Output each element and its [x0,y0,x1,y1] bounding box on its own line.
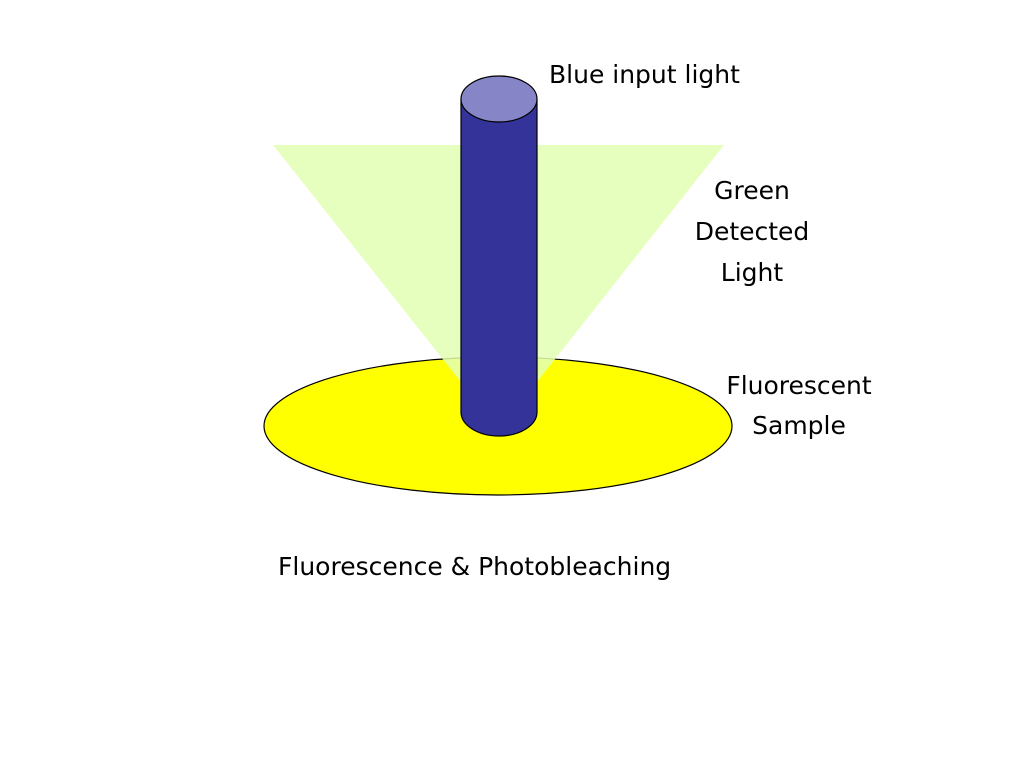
blue-input-light-label: Blue input light [549,60,740,89]
blue-input-light-beam [460,75,538,437]
green-detected-light-label: Green Detected Light [672,170,832,293]
green-detected-light-label-line: Detected [694,217,810,246]
green-detected-light-label-line: Green [714,176,790,205]
beam-body [461,99,537,412]
fluorescent-sample-label-line: Fluorescent [726,371,872,400]
diagram-caption: Fluorescence & Photobleaching [278,552,672,581]
beam-bottom-edge [460,411,538,437]
beam-top-face [460,75,538,123]
fluorescent-sample-label-line: Sample [752,411,846,440]
fluorescent-sample-label: Fluorescent Sample [713,366,885,446]
beam-bottom [461,388,537,436]
green-detected-light-label-line: Light [720,258,784,287]
